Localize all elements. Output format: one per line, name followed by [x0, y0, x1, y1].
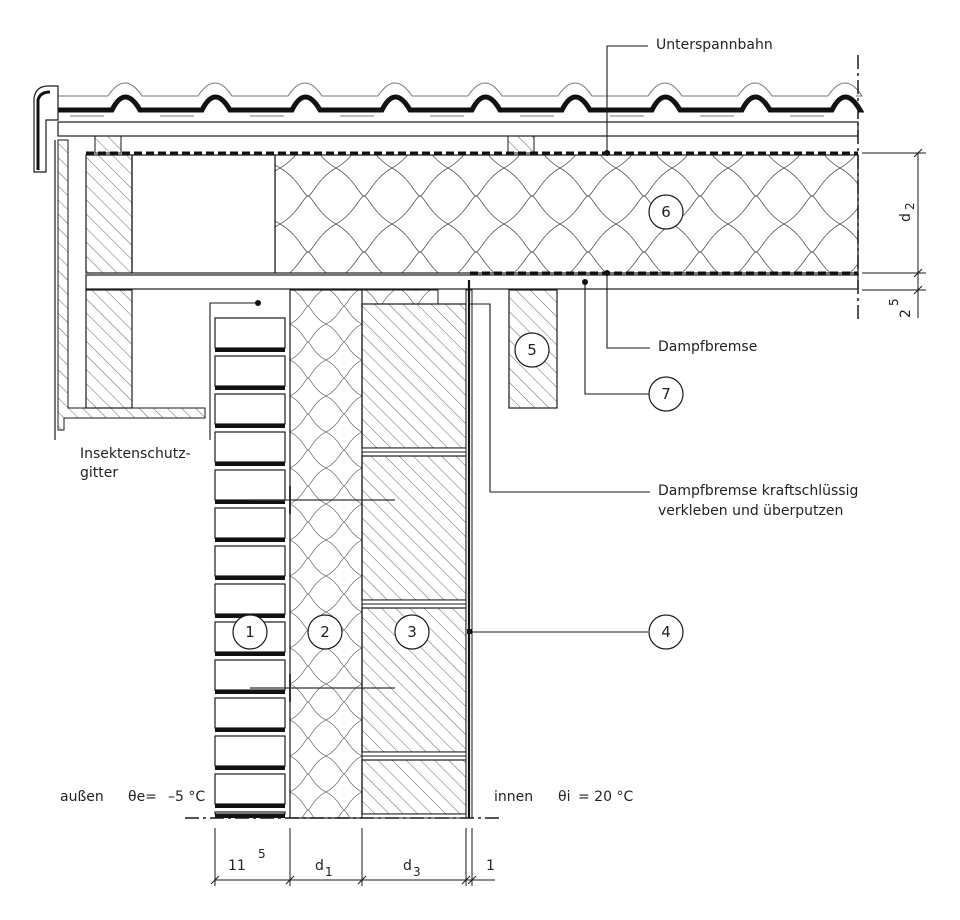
eaves-rafter-lower: [85, 289, 133, 409]
interior-lining-board: [85, 274, 859, 290]
dimension-bottom: [210, 828, 495, 886]
brick-facing-layer: [214, 317, 286, 818]
batten-left: [94, 135, 122, 154]
label-innen: innen: [494, 789, 534, 805]
callout-1: 1: [232, 614, 268, 650]
dim-brick-sup: 5: [258, 847, 266, 861]
svg-text:5: 5: [527, 341, 537, 359]
svg-text:1: 1: [245, 623, 255, 641]
label-theta-e: θe=: [128, 789, 157, 805]
svg-text:3: 3: [407, 623, 417, 641]
callouts: 1 2 3 4 5 6 7: [232, 194, 684, 650]
soffit-cladding: [57, 139, 206, 431]
dim-d3-sub: 3: [413, 865, 421, 879]
label-temp-e: –5 °C: [168, 789, 206, 805]
eaves-fascia: [33, 85, 59, 173]
dim-batten-sup: 5: [887, 298, 901, 306]
label-temp-i: = 20 °C: [578, 789, 634, 805]
label-aussen: außen: [60, 789, 104, 805]
dim-plaster-label: 1: [486, 858, 495, 874]
dim-d1-sub: 1: [325, 865, 333, 879]
callout-6: 6: [648, 194, 684, 230]
dim-brick-label: 11: [228, 858, 246, 874]
rafter-end: [85, 154, 133, 274]
wall-ties: [250, 486, 395, 702]
svg-text:7: 7: [661, 385, 671, 403]
dim-batten-label: 2: [898, 309, 914, 318]
dim-d3-label: d: [403, 858, 412, 874]
label-theta-i: θi: [558, 789, 571, 805]
label-dampfbremse-note-1: Dampfbremse kraftschlüssig: [658, 483, 859, 499]
label-insektenschutz-2: gitter: [80, 465, 119, 481]
svg-text:2: 2: [320, 623, 330, 641]
roof-tiles: [44, 82, 865, 117]
label-unterspannbahn: Unterspannbahn: [656, 37, 773, 53]
wall-insulation: [289, 289, 363, 819]
label-dampfbremse: Dampfbremse: [658, 339, 758, 355]
leader-lines: [209, 45, 650, 633]
svg-text:6: 6: [661, 203, 671, 221]
rafter-void: [131, 154, 276, 274]
masonry-blocks: [361, 303, 467, 819]
rafter-insulation: [274, 154, 859, 274]
counter-batten-plank: [57, 121, 859, 137]
batten-right: [507, 135, 535, 154]
callout-3: 3: [394, 614, 430, 650]
label-insektenschutz-1: Insektenschutz-: [80, 446, 191, 462]
callout-4: 4: [648, 614, 684, 650]
dim-d1-label: d: [315, 858, 324, 874]
dimension-right: [862, 148, 926, 318]
dim-d2-label: d: [898, 213, 914, 222]
dim-d2-sub: 2: [903, 202, 917, 210]
top-insulation-strip: [361, 289, 439, 305]
label-dampfbremse-note-2: verkleben und überputzen: [658, 503, 844, 519]
callout-7: 7: [648, 376, 684, 412]
svg-text:4: 4: [661, 623, 671, 641]
callout-5: 5: [514, 332, 550, 368]
callout-2: 2: [307, 614, 343, 650]
